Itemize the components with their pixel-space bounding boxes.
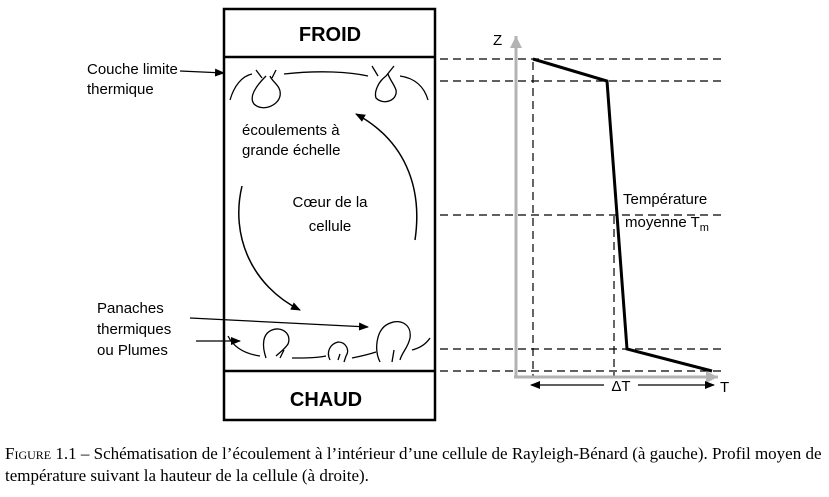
figure-caption: Figure 1.1 – Schématisation de l’écoulem… [5,443,827,487]
temperature-label-line2: moyenne Tm [625,214,709,234]
delta-t-label: ΔT [611,378,630,395]
mean-temperature-profile [532,57,713,373]
left-labels: Couche limite thermique Panaches thermiq… [87,61,369,359]
hot-plate-label: CHAUD [290,389,362,411]
plumes-label-line2: thermiques [97,321,171,338]
rising-plume [376,321,411,363]
boundary-layer-pointer [179,68,225,77]
rising-plume [327,341,349,363]
t-axis-label: T [720,379,729,396]
top-boundary-layer [229,65,429,109]
large-scale-flow-arrow-left [238,185,301,311]
plumes-pointer-long [189,317,369,331]
boundary-layer-label-line1: Couche limite [87,61,178,78]
temperature-profile: Z T ΔT Température moyenne Tm [440,32,729,396]
flow-label-line2: grande échelle [242,142,340,159]
flow-label-line1: écoulements à [242,122,340,139]
plumes-label-line1: Panaches [97,300,164,317]
rising-plume [262,328,290,359]
cold-plate-label: FROID [299,24,361,46]
temperature-label-line1: Température [623,191,707,208]
vertical-dashed-lines [532,62,615,376]
boundary-layer-label-line2: thermique [87,81,154,98]
descending-plume [251,69,281,109]
temperature-subscript: m [700,222,709,234]
reference-dashed-lines [440,58,725,372]
caption-text: – Schématisation de l’écoulement à l’int… [5,444,822,485]
core-label-line2: cellule [309,218,352,235]
large-scale-flow-arrow-right [355,113,418,241]
plumes-label-line3: ou Plumes [97,342,168,359]
rayleigh-benard-diagram: FROID CHAUD écoulements à grande échelle… [87,7,729,422]
bottom-boundary-layer [227,321,431,363]
cell-outer-box [222,7,437,422]
figure-label: Figure 1.1 [5,444,77,463]
core-label-line1: Cœur de la [292,194,368,211]
descending-plume [371,65,397,103]
z-axis-label: Z [493,32,502,49]
cell: FROID CHAUD écoulements à grande échelle… [222,7,437,422]
